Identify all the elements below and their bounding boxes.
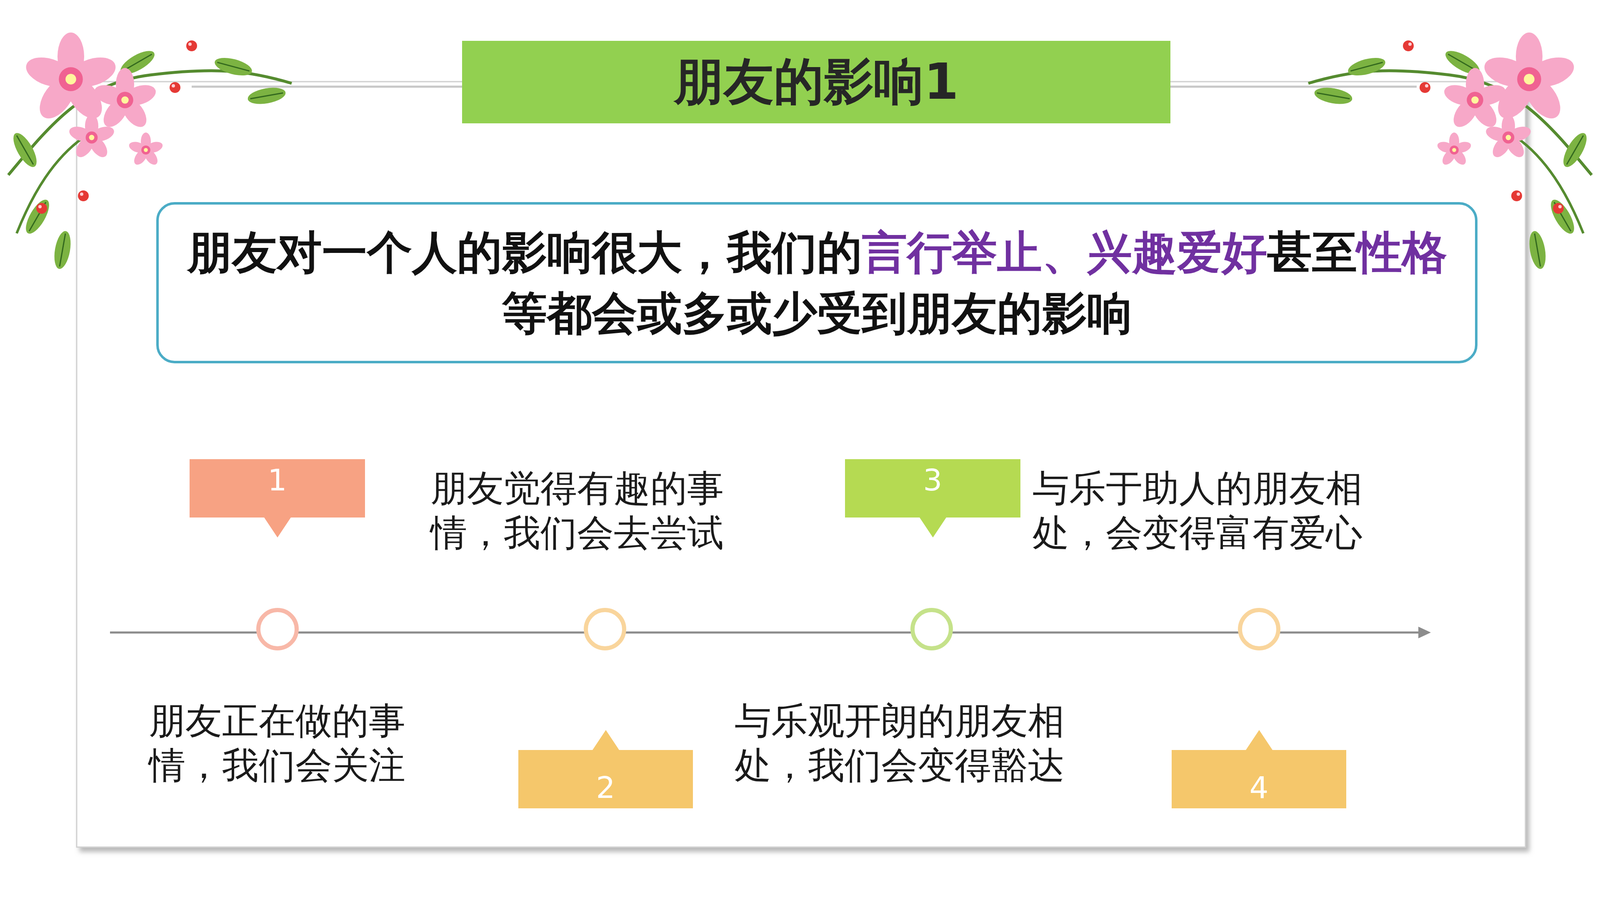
title-band: 朋友的影响1 [462, 40, 1171, 124]
tag-pointer [1245, 730, 1273, 750]
rule-line [191, 85, 463, 88]
description-text: 与乐于助人的朋友相处，会变得富有爱心 [1032, 465, 1378, 556]
description-text: 朋友觉得有趣的事情，我们会去尝试 [430, 465, 739, 556]
callout-tag: 4 [1171, 750, 1347, 809]
highlight-text: 言行举止、兴趣爱好 [862, 226, 1268, 279]
tag-pointer [264, 517, 291, 538]
timeline [110, 610, 1431, 649]
description-text: 与乐观开朗的朋友相处，我们会变得豁达 [734, 698, 1080, 788]
callout-tag: 1 [189, 459, 365, 518]
highlight-text: 性格 [1357, 226, 1448, 279]
callout-tag: 3 [845, 459, 1021, 518]
slide-title: 朋友的影响1 [673, 48, 959, 117]
callout-number: 4 [1249, 772, 1269, 803]
callout-number: 1 [267, 465, 288, 495]
tag-pointer [592, 730, 620, 750]
page-panel [76, 81, 1526, 848]
tag-pointer [919, 517, 947, 538]
rule-line [1170, 85, 1417, 88]
description-text: 朋友正在做的事情，我们会关注 [148, 698, 420, 788]
callout-number: 2 [596, 772, 616, 803]
callout-number: 3 [923, 465, 943, 495]
callout-tag: 2 [518, 750, 693, 809]
summary-text: 朋友对一个人的影响很大，我们的言行举止、兴趣爱好甚至性格等都会或多或少受到朋友的… [183, 222, 1450, 344]
summary-box: 朋友对一个人的影响很大，我们的言行举止、兴趣爱好甚至性格等都会或多或少受到朋友的… [156, 202, 1478, 364]
